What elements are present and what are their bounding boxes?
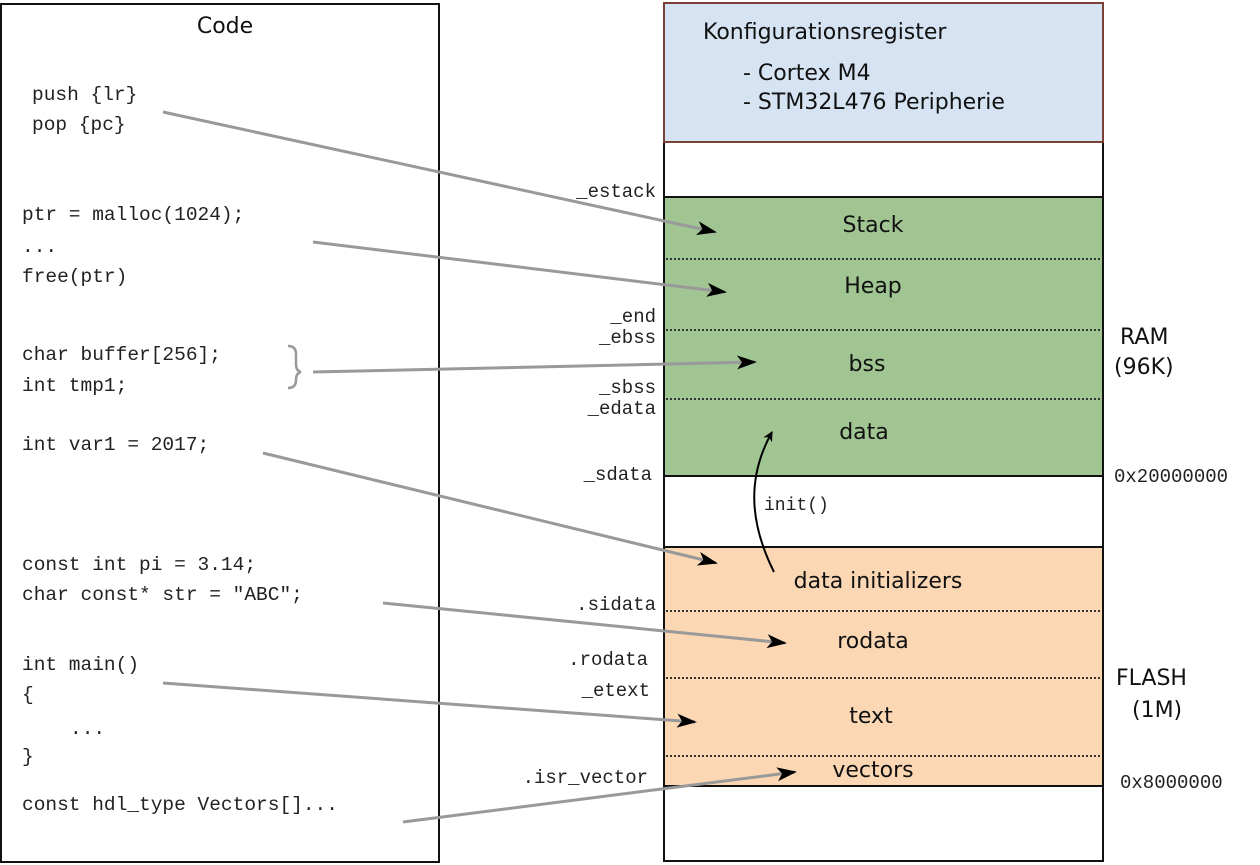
divider-text-vectors [666, 755, 1100, 757]
flash-block [663, 546, 1104, 787]
arrow-vectors-to-vectors [402, 767, 797, 824]
code-line-vectors: const hdl_type Vectors[]... [22, 794, 338, 816]
symbol-end: _end [610, 306, 656, 328]
symbol-isr-vector: .isr_vector [522, 767, 648, 789]
code-line-brace-close: } [22, 746, 34, 768]
config-title: Konfigurationsregister [703, 20, 947, 45]
section-stack: Stack [842, 213, 904, 238]
section-text: text [849, 704, 893, 729]
code-panel [0, 3, 440, 863]
init-arrow [753, 431, 775, 573]
code-line-pi: const int pi = 3.14; [22, 554, 257, 576]
flash-gap-bottom [663, 786, 1104, 862]
divider-heap-bss [666, 329, 1100, 331]
init-label: init() [764, 496, 829, 516]
code-line-ellipsis: ... [22, 236, 58, 258]
arrow-str-to-rodata [382, 601, 787, 649]
divider-init-rodata [666, 610, 1100, 612]
symbol-estack: _estack [576, 181, 656, 203]
config-register-block [663, 2, 1104, 143]
arrow-buffer-to-bss [312, 355, 757, 374]
arrow-var1-to-data-init [262, 451, 718, 566]
symbol-sidata: .sidata [576, 594, 656, 616]
ram-gap-top [663, 143, 1104, 197]
symbol-sdata: _sdata [583, 464, 652, 486]
code-line-pop: pop {pc} [32, 114, 126, 136]
symbol-etext: _etext [581, 680, 650, 702]
code-panel-title: Code [196, 14, 254, 39]
code-line-str: char const* str = "ABC"; [22, 584, 303, 606]
code-line-push: push {lr} [32, 84, 138, 106]
code-line-malloc: ptr = malloc(1024); [22, 204, 245, 226]
flash-size: (1M) [1132, 698, 1183, 723]
code-line-tmp1: int tmp1; [22, 375, 128, 397]
arrow-main-to-text [162, 681, 697, 728]
config-item-cortex: - Cortex M4 [743, 61, 871, 86]
section-bss: bss [848, 352, 886, 377]
flash-base-address: 0x8000000 [1120, 772, 1223, 794]
ram-label: RAM [1120, 325, 1169, 350]
code-line-var1: int var1 = 2017; [22, 434, 210, 456]
divider-stack-heap [666, 258, 1100, 260]
symbol-rodata: .rodata [568, 649, 648, 671]
symbol-ebss: _ebss [598, 327, 656, 349]
ram-block [663, 196, 1104, 477]
code-line-brace-open: { [22, 684, 34, 706]
section-data: data [839, 420, 889, 445]
section-vectors: vectors [832, 758, 914, 783]
code-line-buffer: char buffer[256]; [22, 344, 221, 366]
ram-size: (96K) [1114, 355, 1174, 380]
config-item-peripherie: - STM32L476 Peripherie [743, 90, 1005, 115]
code-line-ellipsis-body: ... [70, 718, 106, 740]
divider-bss-data [666, 398, 1100, 400]
section-heap: Heap [844, 274, 902, 299]
flash-label: FLASH [1116, 666, 1187, 691]
brace-icon [287, 344, 302, 390]
ram-flash-gap [663, 476, 1104, 548]
section-data-initializers: data initializers [793, 569, 963, 594]
arrow-malloc-to-heap [312, 240, 727, 297]
code-line-free: free(ptr) [22, 266, 128, 288]
code-line-main: int main() [22, 654, 140, 676]
arrow-push-to-stack [162, 110, 717, 236]
ram-base-address: 0x20000000 [1114, 466, 1229, 488]
section-rodata: rodata [837, 629, 909, 654]
symbol-sbss: _sbss [598, 377, 656, 399]
divider-rodata-text [666, 677, 1100, 679]
symbol-edata: _edata [587, 398, 656, 420]
